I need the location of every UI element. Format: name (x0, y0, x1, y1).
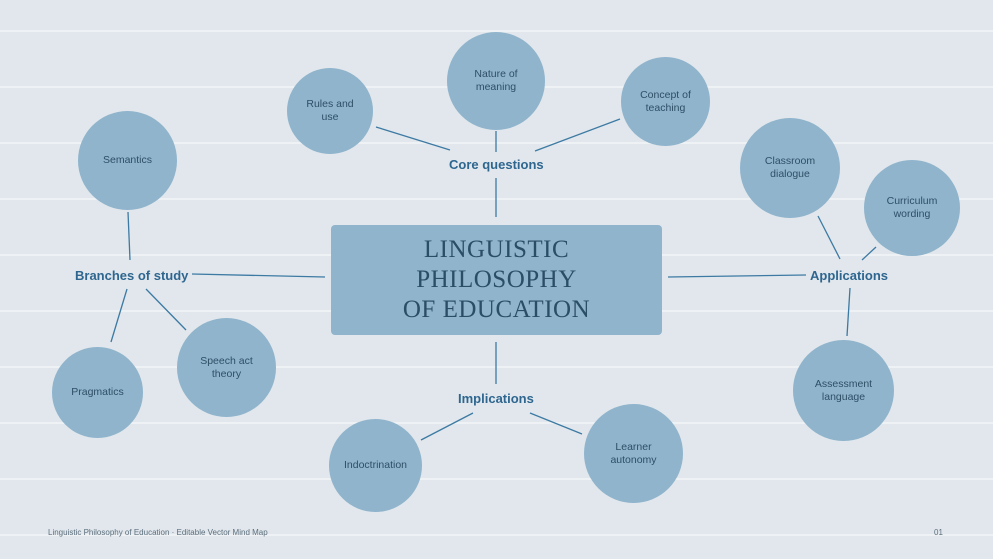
connector-app-assessment (846, 287, 851, 337)
connector-study-pragmatics (110, 288, 128, 343)
connector-center-applications (667, 274, 807, 278)
branch-label-branches-of-study[interactable]: Branches of study (71, 268, 193, 283)
connector-study-semantics (127, 211, 131, 261)
topic-assessment-language[interactable]: Assessment language (793, 340, 894, 441)
connector-center-study (191, 273, 326, 278)
connector-impl-autonomy (529, 412, 583, 435)
topic-speech-act-theory[interactable]: Speech act theory (177, 318, 276, 417)
topic-concept-of-teaching[interactable]: Concept of teaching (621, 57, 710, 146)
connector-impl-indoctrination (420, 412, 474, 441)
topic-nature-of-meaning[interactable]: Nature of meaning (447, 32, 545, 130)
topic-learner-autonomy[interactable]: Learner autonomy (584, 404, 683, 503)
central-topic[interactable]: LINGUISTIC PHILOSOPHY OF EDUCATION (331, 225, 662, 335)
page-number: 01 (934, 528, 943, 537)
connector-study-speech-act (145, 288, 187, 331)
topic-curriculum-wording[interactable]: Curriculum wording (864, 160, 960, 256)
topic-pragmatics[interactable]: Pragmatics (52, 347, 143, 438)
connector-app-curriculum (861, 246, 877, 261)
topic-classroom-dialogue[interactable]: Classroom dialogue (740, 118, 840, 218)
topic-rules-and-use[interactable]: Rules and use (287, 68, 373, 154)
branch-label-applications[interactable]: Applications (806, 268, 893, 283)
footer-title: Linguistic Philosophy of Education · Edi… (48, 528, 268, 537)
connector-core-teaching (534, 118, 621, 152)
branch-label-implications[interactable]: Implications (454, 391, 538, 406)
connector-app-classroom (817, 215, 841, 260)
branch-label-core-questions[interactable]: Core questions (445, 157, 548, 172)
topic-indoctrination[interactable]: Indoctrination (329, 419, 422, 512)
topic-semantics[interactable]: Semantics (78, 111, 177, 210)
connector-core-rules (375, 126, 451, 151)
